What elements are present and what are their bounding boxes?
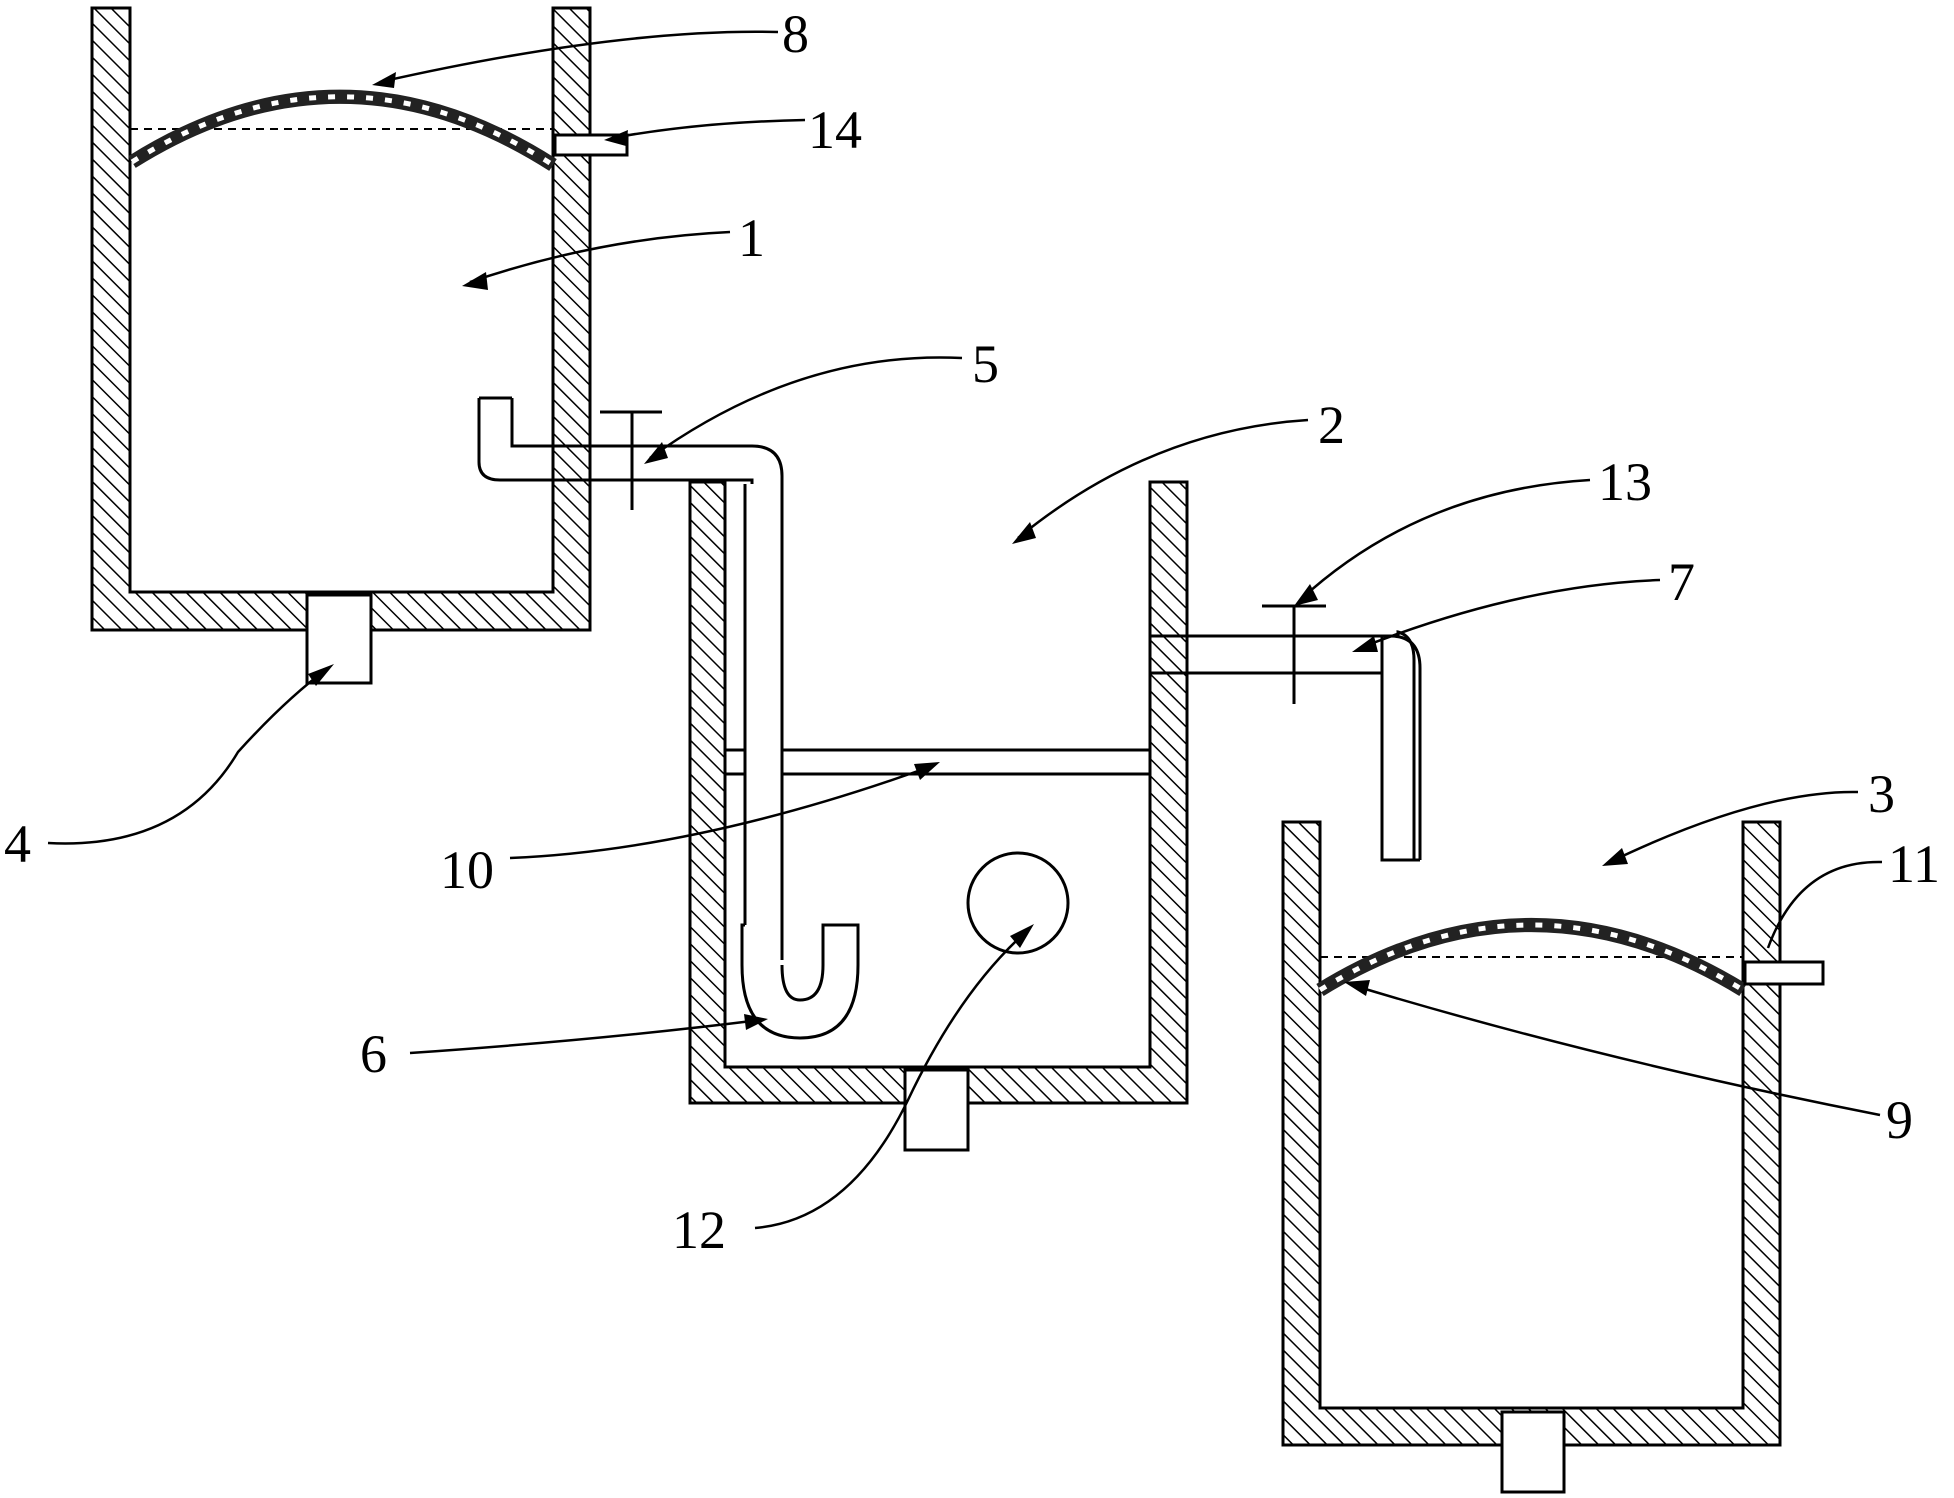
tank-2 — [688, 480, 1189, 1152]
aerator — [966, 851, 1070, 955]
label-10: 10 — [440, 840, 494, 900]
label-3: 3 — [1868, 764, 1895, 824]
label-14: 14 — [808, 100, 862, 160]
label-5: 5 — [972, 334, 999, 394]
label-9: 9 — [1886, 1090, 1913, 1150]
leader-lines — [47, 30, 1883, 1230]
tank-3-side-port — [1743, 960, 1825, 986]
label-2: 2 — [1318, 395, 1345, 455]
label-1: 1 — [738, 208, 765, 268]
tank-1 — [90, 6, 629, 685]
label-8: 8 — [782, 4, 809, 64]
tank-2-bottom-outlet — [903, 1068, 970, 1152]
tank-1-membrane — [128, 89, 557, 171]
label-11: 11 — [1888, 834, 1940, 894]
label-13: 13 — [1598, 452, 1652, 512]
pipe-5 — [477, 396, 784, 960]
tank-3 — [1281, 820, 1825, 1494]
label-7: 7 — [1668, 552, 1695, 612]
labels: 8 14 1 5 2 13 7 3 11 9 10 6 12 4 — [4, 4, 1940, 1260]
label-4: 4 — [4, 814, 31, 874]
label-12: 12 — [672, 1200, 726, 1260]
tank-1-bottom-outlet — [305, 593, 373, 685]
filter-plate — [725, 748, 1150, 776]
tank-3-bottom-outlet — [1500, 1410, 1566, 1494]
label-6: 6 — [360, 1024, 387, 1084]
